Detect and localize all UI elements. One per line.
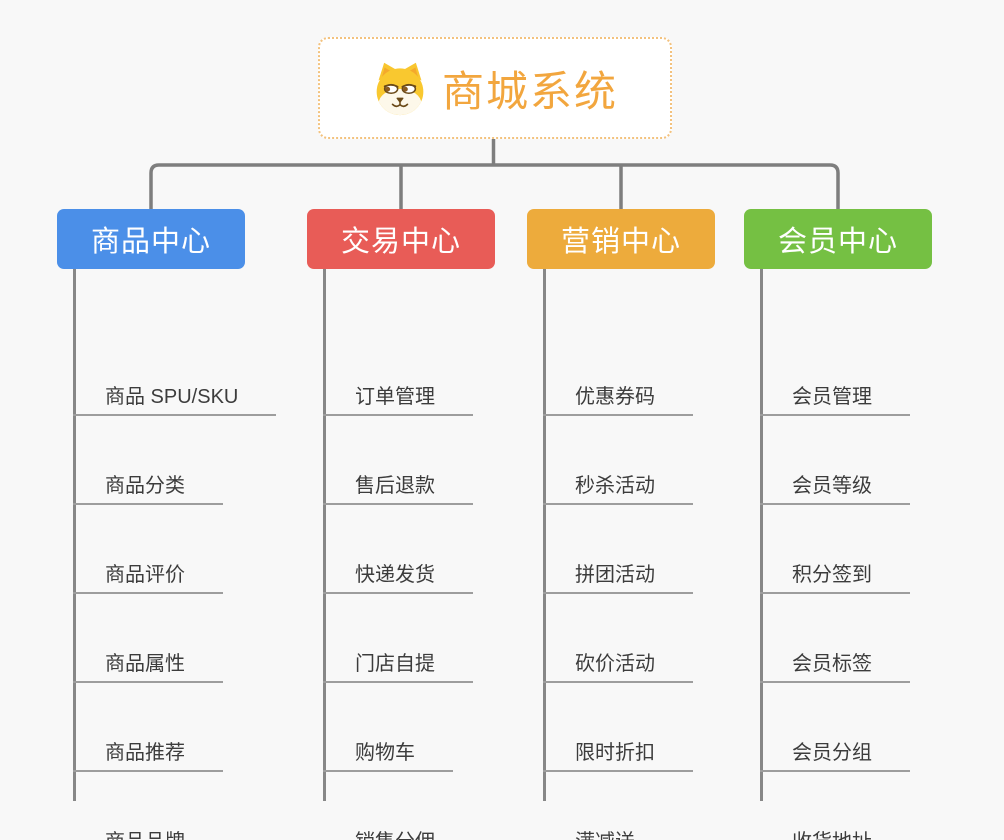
branch-node-trade-center[interactable]: 交易中心 [307,209,495,269]
leaf-label: 订单管理 [355,386,435,408]
leaf-node[interactable]: 商品品牌 [73,821,223,840]
leaf-label: 拼团活动 [575,564,655,586]
branch-node-marketing-center[interactable]: 营销中心 [527,209,715,269]
leaf-node[interactable]: 限时折扣 [543,732,693,772]
leaf-label: 门店自提 [355,653,435,675]
leaf-node[interactable]: 秒杀活动 [543,465,693,505]
leaf-label: 会员管理 [792,386,872,408]
leaf-label: 快递发货 [355,564,435,586]
leaf-label: 购物车 [355,742,415,764]
leaf-node[interactable]: 门店自提 [323,643,473,683]
leaf-label: 商品品牌 [105,832,185,840]
leaf-label: 会员分组 [792,742,872,764]
branch-label: 营销中心 [560,226,681,258]
leaf-label: 商品分类 [105,475,185,497]
leaf-node[interactable]: 会员分组 [760,732,910,772]
leaf-label: 会员等级 [792,475,872,497]
branch-label: 交易中心 [340,226,461,258]
branch-label: 商品中心 [90,226,211,258]
leaf-label: 售后退款 [355,475,435,497]
leaf-node[interactable]: 会员标签 [760,643,910,683]
branch-connector-line [73,269,76,801]
branch-connector-line [760,269,763,801]
leaf-node[interactable]: 商品分类 [73,465,223,505]
leaf-node[interactable]: 快递发货 [323,554,473,594]
leaf-node[interactable]: 会员管理 [760,376,910,416]
leaf-node[interactable]: 拼团活动 [543,554,693,594]
leaf-label: 销售分佣 [355,832,435,840]
branch-connector-line [543,269,546,801]
branch: 商品中心 商品 SPU/SKU 商品分类 商品评价 商品属性 商品推荐 商品品牌 [57,209,317,840]
leaf-node[interactable]: 会员等级 [760,465,910,505]
leaf-node[interactable]: 售后退款 [323,465,473,505]
doge-icon [376,62,424,116]
leaf-node[interactable]: 收货地址 [760,821,910,840]
branch: 交易中心 订单管理 售后退款 快递发货 门店自提 购物车 销售分佣 [307,209,567,840]
branch: 会员中心 会员管理 会员等级 积分签到 会员标签 会员分组 收货地址 [744,209,1004,840]
leaf-node[interactable]: 商品推荐 [73,732,223,772]
branch-node-product-center[interactable]: 商品中心 [57,209,245,269]
leaf-label: 限时折扣 [575,742,655,764]
leaf-label: 商品属性 [105,653,185,675]
leaf-node[interactable]: 积分签到 [760,554,910,594]
leaf-node[interactable]: 订单管理 [323,376,473,416]
leaf-label: 积分签到 [792,564,872,586]
branch-node-member-center[interactable]: 会员中心 [744,209,932,269]
branch-label: 会员中心 [777,226,898,258]
leaf-label: 会员标签 [792,653,872,675]
root-title: 商城系统 [441,67,618,115]
leaf-label: 秒杀活动 [575,475,655,497]
leaf-node[interactable]: 砍价活动 [543,643,693,683]
leaf-label: 满减送 [575,832,635,840]
leaf-node[interactable]: 满减送 [543,821,673,840]
leaf-node[interactable]: 销售分佣 [323,821,473,840]
root-node[interactable]: 商城系统 [318,37,672,139]
leaf-node[interactable]: 商品评价 [73,554,223,594]
branch: 营销中心 优惠券码 秒杀活动 拼团活动 砍价活动 限时折扣 满减送 [527,209,787,840]
leaf-label: 商品推荐 [105,742,185,764]
branch-connector-line [323,269,326,801]
leaf-node[interactable]: 商品 SPU/SKU [73,376,277,416]
leaf-node[interactable]: 优惠券码 [543,376,693,416]
leaf-label: 商品评价 [105,564,185,586]
leaf-node[interactable]: 购物车 [323,732,453,772]
leaf-label: 优惠券码 [575,386,655,408]
leaf-node[interactable]: 商品属性 [73,643,223,683]
leaf-label: 收货地址 [792,832,872,840]
leaf-label: 砍价活动 [575,653,655,675]
leaf-label: 商品 SPU/SKU [105,386,239,408]
